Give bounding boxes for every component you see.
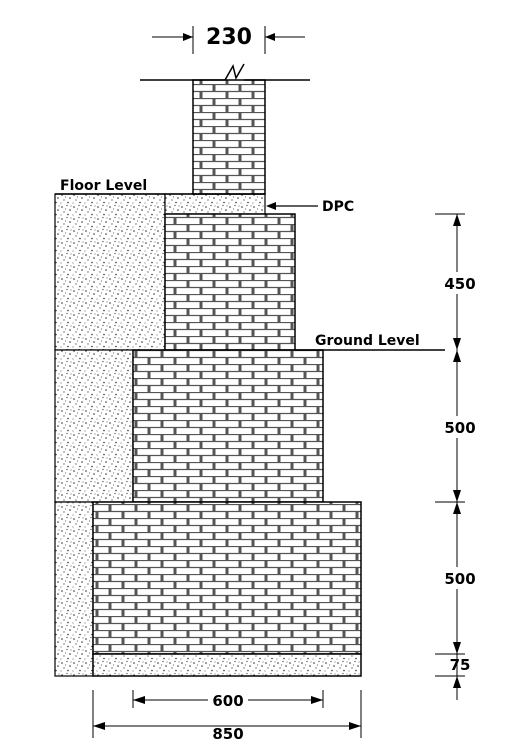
upper-wall	[192, 79, 266, 195]
dim-wall-width-text: 230	[206, 25, 252, 50]
concrete-base	[92, 653, 362, 677]
foundation-brickwork	[92, 213, 362, 655]
dim-step-width-text: 600	[212, 692, 243, 710]
dim-vertical-chain: 450 500 500 75	[435, 213, 476, 700]
dim-bottom: 600 850	[92, 690, 362, 743]
dim-base-width-text: 850	[212, 725, 243, 743]
dim-concrete-depth-text: 75	[450, 656, 471, 674]
floor-slab	[164, 193, 266, 215]
backfill-soil	[54, 193, 166, 677]
dim-lower-depth-text: 500	[444, 570, 475, 588]
break-line	[140, 63, 310, 81]
ground-level-label: Ground Level	[315, 333, 420, 349]
dim-middle-depth-text: 500	[444, 419, 475, 437]
dpc-callout: DPC	[266, 199, 354, 215]
dim-upper-depth-text: 450	[444, 275, 475, 293]
dpc-label: DPC	[322, 199, 354, 215]
floor-level-label: Floor Level	[60, 178, 147, 194]
dim-wall-width: 230	[152, 25, 305, 54]
